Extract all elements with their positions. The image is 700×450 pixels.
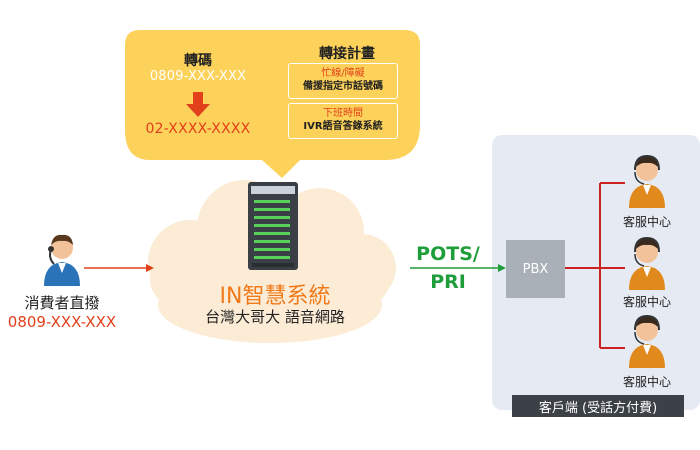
plan-item-condition: 忙線/障礙	[321, 68, 365, 79]
agent-label: 客服中心	[622, 375, 671, 389]
plan-title: 轉接計畫	[319, 46, 375, 62]
plan-item-busy: 忙線/障礙 備援指定市話號碼	[288, 63, 398, 99]
link-label-line1: POTS/	[416, 243, 480, 265]
speech-bubble	[125, 30, 420, 178]
plan-item-action: IVR語音答錄系統	[303, 121, 383, 132]
consumer-call-arrow	[84, 264, 154, 272]
transcode-from-number: 0809-XXX-XXX	[149, 69, 247, 84]
person-headset-icon	[629, 236, 665, 290]
person-headset-icon	[44, 234, 80, 286]
pbx-label: PBX	[522, 261, 549, 277]
customer-footer: 客戶端 (受話方付費)	[512, 395, 684, 417]
consumer-label: 消費者直撥	[24, 294, 100, 312]
person-headset-icon	[629, 314, 665, 368]
link-label-line2: PRI	[430, 271, 466, 293]
transcode-title: 轉碼	[184, 53, 212, 69]
server-rack-icon	[248, 182, 298, 270]
down-arrow-icon	[186, 92, 210, 117]
pots-pri-arrow	[410, 264, 506, 272]
consumer-number: 0809-XXX-XXX	[7, 313, 117, 331]
agent-label: 客服中心	[622, 295, 671, 309]
pbx-agent-lines	[565, 182, 625, 349]
system-subtitle: 台灣大哥大 語音網路	[205, 308, 345, 326]
pbx-box: PBX	[506, 240, 565, 298]
link-label: POTS/ PRI	[408, 240, 488, 296]
agent-label: 客服中心	[622, 215, 671, 229]
plan-item-after-hours: 下班時間 IVR語音答錄系統	[288, 103, 398, 139]
customer-footer-label: 客戶端 (受話方付費)	[538, 400, 658, 416]
plan-item-condition: 下班時間	[323, 108, 363, 119]
system-title: IN智慧系統	[219, 284, 331, 309]
person-headset-icon	[629, 154, 665, 208]
transcode-to-number: 02-XXXX-XXXX	[145, 121, 251, 137]
plan-item-action: 備援指定市話號碼	[303, 81, 383, 92]
